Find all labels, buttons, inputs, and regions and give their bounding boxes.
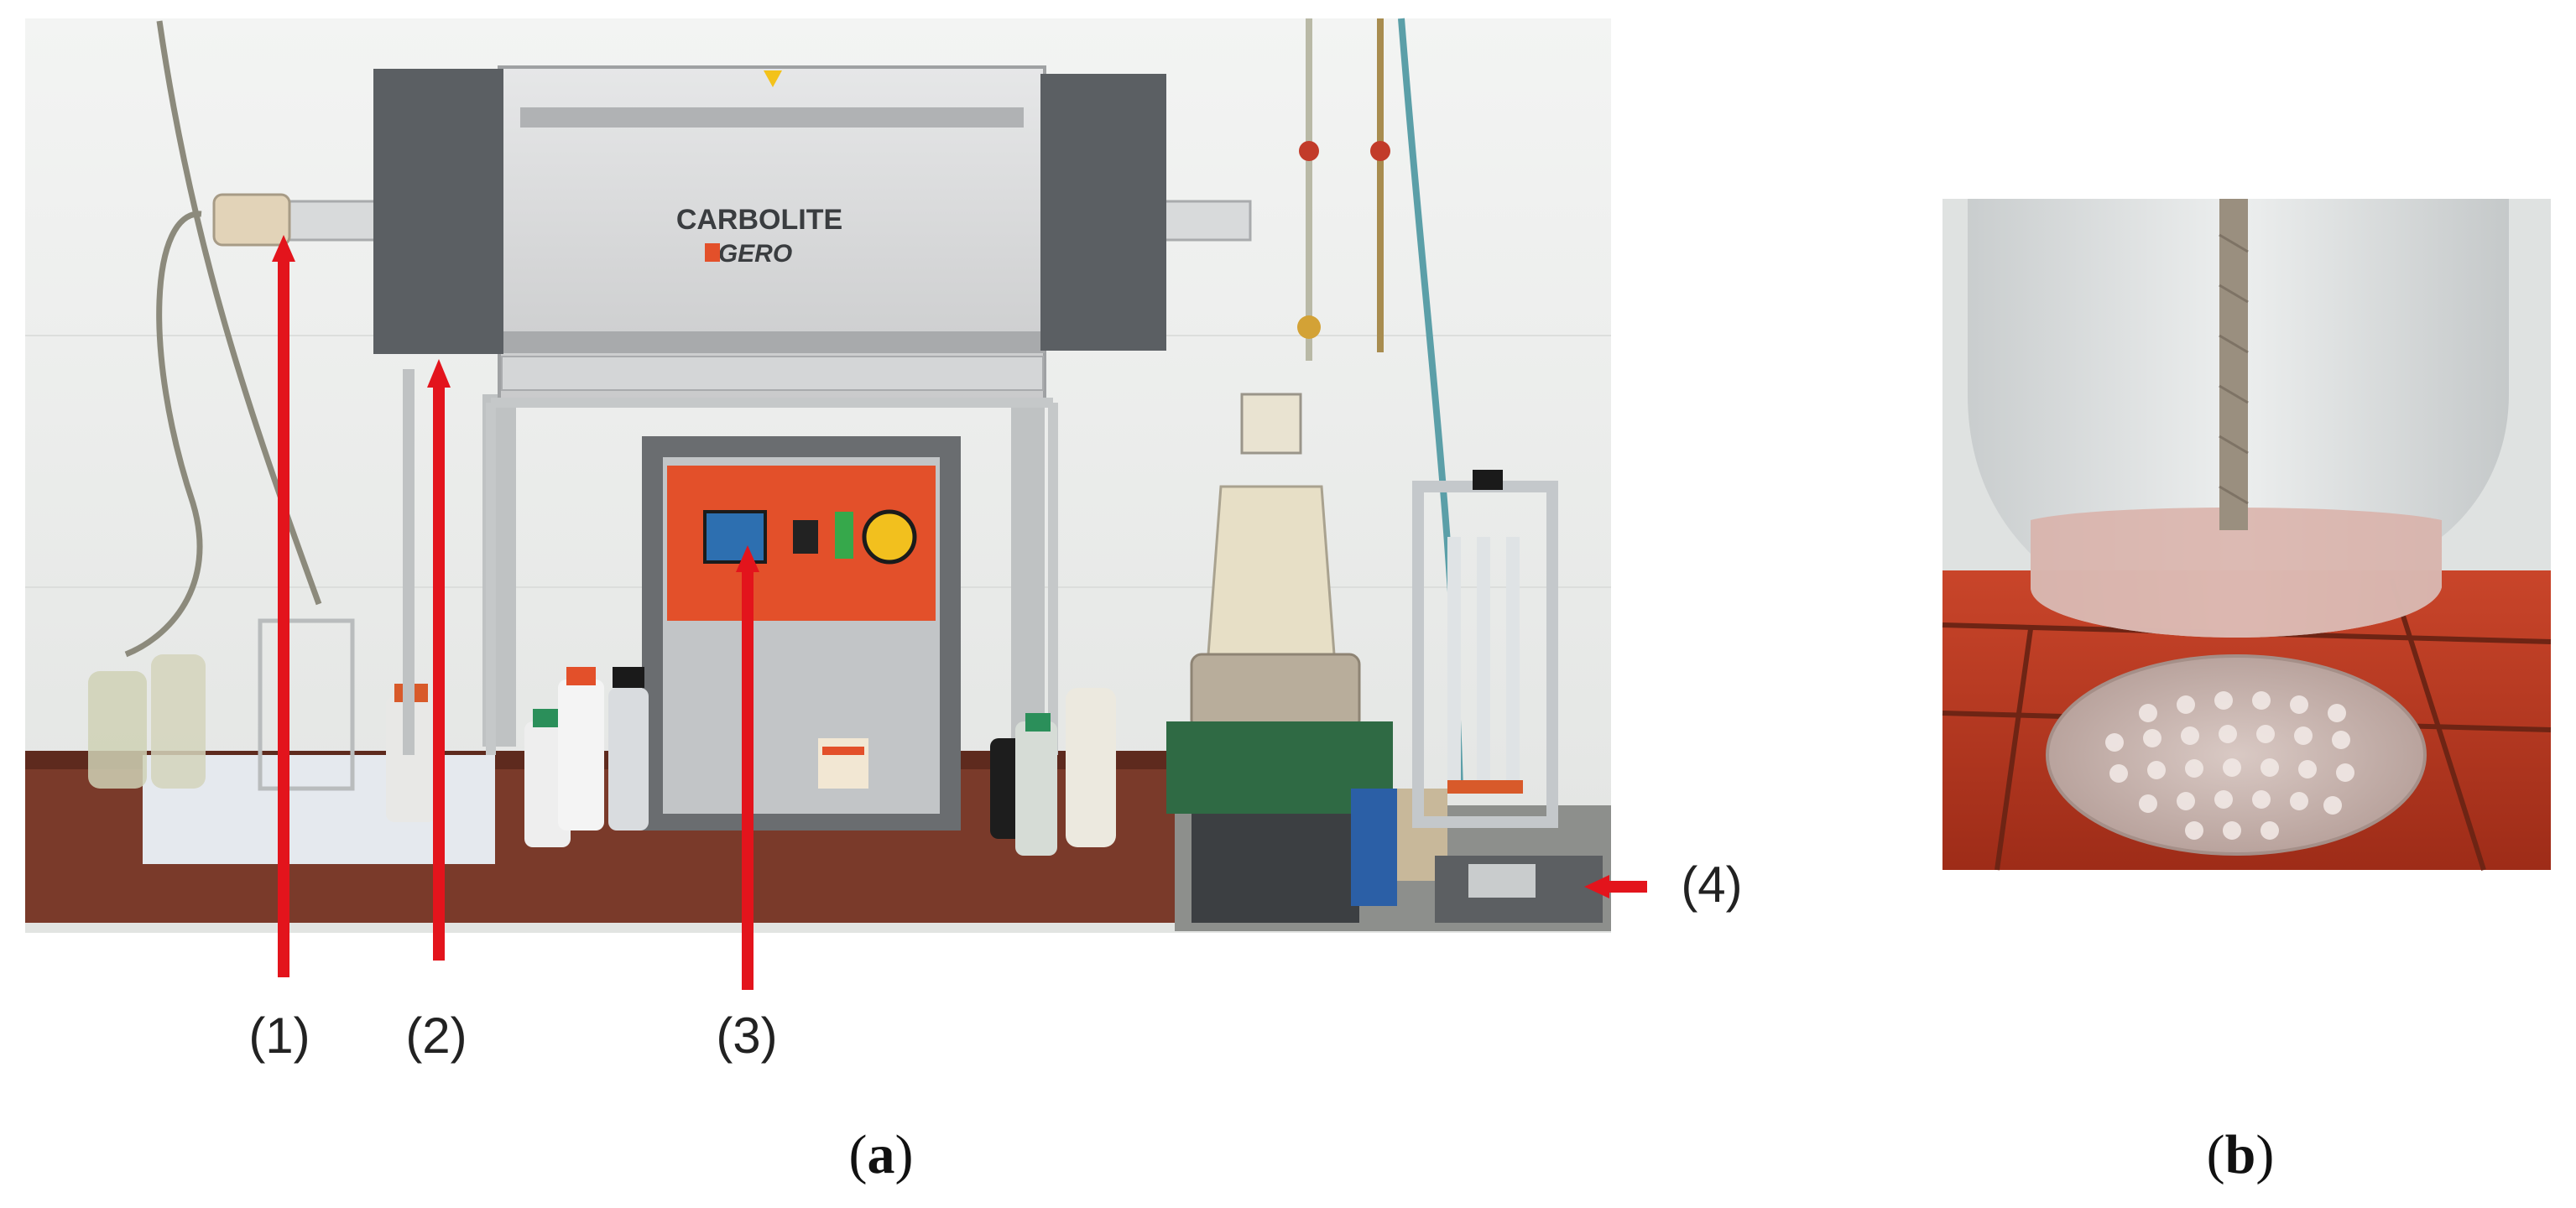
tubing-left: [124, 20, 322, 658]
furnace-logo-line1: CARBOLITE: [676, 204, 842, 236]
panel-b-photo: [1942, 199, 2552, 871]
furnace-logo-line2: GERO: [718, 240, 792, 268]
support-rods: [403, 369, 1045, 755]
tube-end-cap-left: [212, 193, 291, 247]
callout-arrow-2: [427, 359, 451, 961]
furnace-frame: [486, 398, 1058, 755]
glass-reactor: [1166, 393, 1447, 923]
vessel-liquid: [2031, 508, 2442, 638]
logo-accent: [705, 243, 720, 262]
controller-display: [703, 510, 767, 564]
callout-arrow-4: [1584, 875, 1647, 898]
furnace-side-block-right: [1040, 74, 1166, 351]
controller-switch: [793, 520, 818, 554]
furnace-top-slot: [520, 107, 1024, 128]
panel-a-label: (a): [849, 1124, 914, 1185]
controller-cabinet: [642, 436, 961, 830]
sparger-stem: [2219, 199, 2248, 530]
callout-label-2: (2): [405, 1008, 467, 1064]
callout-label-3: (3): [716, 1008, 777, 1064]
callout-arrows: [272, 235, 1647, 990]
warning-triangle-icon: [764, 70, 782, 87]
callout-arrow-3: [736, 545, 759, 990]
pressure-meter: [1435, 856, 1603, 923]
tube-furnace: CARBOLITE GERO: [212, 65, 1252, 404]
panel-b-label: (b): [2207, 1124, 2275, 1185]
callout-label-1: (1): [248, 1008, 310, 1064]
callout-arrow-1: [272, 235, 295, 977]
furnace-side-block-left: [373, 69, 503, 354]
controller-indicator: [835, 512, 853, 559]
controller-main-switch: [862, 509, 917, 565]
plate-holes: [2105, 691, 2354, 840]
callout-label-4: (4): [1681, 857, 1742, 913]
flowmeter: [1412, 470, 1558, 828]
reagent-bottles: [524, 667, 1116, 856]
furnace-middle-slot: [499, 331, 1045, 353]
panel-a-photo: CARBOLITE GERO: [25, 18, 1611, 933]
